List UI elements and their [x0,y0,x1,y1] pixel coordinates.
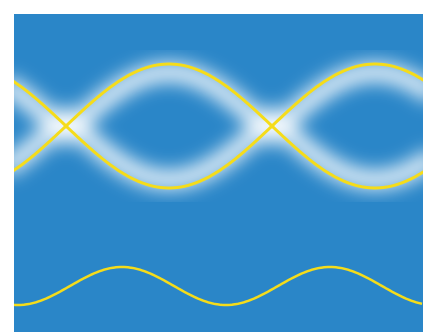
upper-curve-top [14,62,423,129]
wave-illustration [14,62,423,307]
upper-wave-curves [14,62,423,190]
upper-curve-bottom [14,123,423,190]
lower-wave-curve [14,265,423,307]
blue-panel [14,14,423,332]
upper-wave-glow [14,62,423,190]
upper-glow-bottom [14,104,423,190]
